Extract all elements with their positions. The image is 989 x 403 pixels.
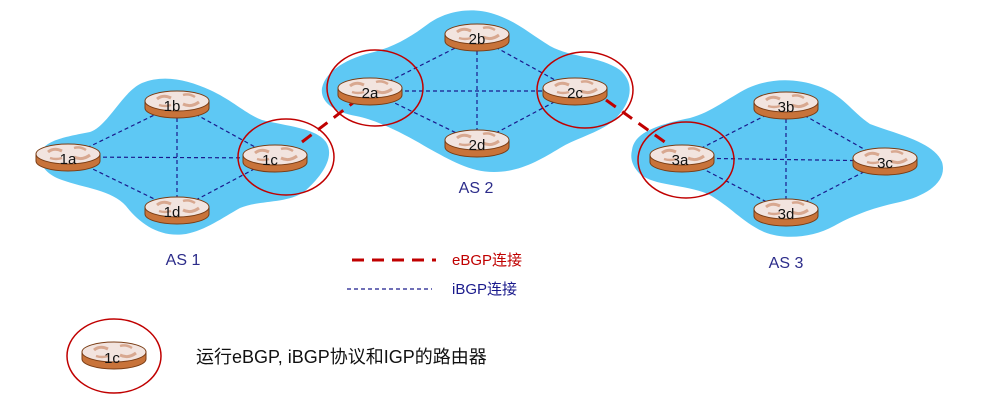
router-label: 1d bbox=[164, 204, 181, 221]
router-2d: 2d bbox=[443, 129, 511, 159]
router-label: 1c bbox=[262, 152, 278, 169]
highlight-circle-2c bbox=[536, 51, 634, 129]
router-2a: 2a bbox=[336, 77, 404, 107]
router-label: 3b bbox=[778, 99, 795, 116]
router-label: 1a bbox=[60, 151, 77, 168]
as1-label: AS 1 bbox=[166, 252, 201, 269]
legend: eBGP连接 iBGP连接 bbox=[347, 252, 522, 298]
router-1c: 1c bbox=[241, 144, 309, 174]
router-3d: 3d bbox=[752, 198, 820, 228]
router-1a: 1a bbox=[34, 143, 102, 173]
legend-caption: 运行eBGP, iBGP协议和IGP的路由器 bbox=[196, 347, 487, 367]
router-2b: 2b bbox=[443, 23, 511, 53]
router-1b: 1b bbox=[143, 90, 211, 120]
highlight-circle-3a bbox=[637, 121, 735, 199]
router-label: 1b bbox=[164, 98, 181, 115]
legend-highlight-circle bbox=[66, 318, 162, 394]
legend-ebgp-label: eBGP连接 bbox=[452, 252, 522, 269]
as3-cloud bbox=[631, 80, 943, 237]
router-label: 3c bbox=[877, 155, 893, 172]
border-router-highlights bbox=[237, 49, 735, 199]
as2-label: AS 2 bbox=[459, 180, 494, 197]
as1-cloud bbox=[40, 78, 330, 235]
router-label: 2b bbox=[469, 31, 486, 48]
legend-ibgp-label: iBGP连接 bbox=[452, 281, 517, 298]
router-2c: 2c bbox=[541, 77, 609, 107]
router-label: 2a bbox=[362, 85, 379, 102]
router-label: 3d bbox=[778, 206, 795, 223]
legend-router-sample: 1c bbox=[66, 318, 162, 394]
as3-label: AS 3 bbox=[769, 255, 804, 272]
legend-router-label: 1c bbox=[104, 350, 120, 367]
router-3a: 3a bbox=[648, 144, 716, 174]
router-label: 2c bbox=[567, 85, 583, 102]
router-label: 3a bbox=[672, 152, 689, 169]
router-3b: 3b bbox=[752, 91, 820, 121]
highlight-circle-2a bbox=[326, 49, 424, 127]
router-3c: 3c bbox=[851, 147, 919, 177]
highlight-circle-1c bbox=[237, 118, 335, 196]
router-label: 2d bbox=[469, 137, 486, 154]
router-1d: 1d bbox=[143, 196, 211, 226]
